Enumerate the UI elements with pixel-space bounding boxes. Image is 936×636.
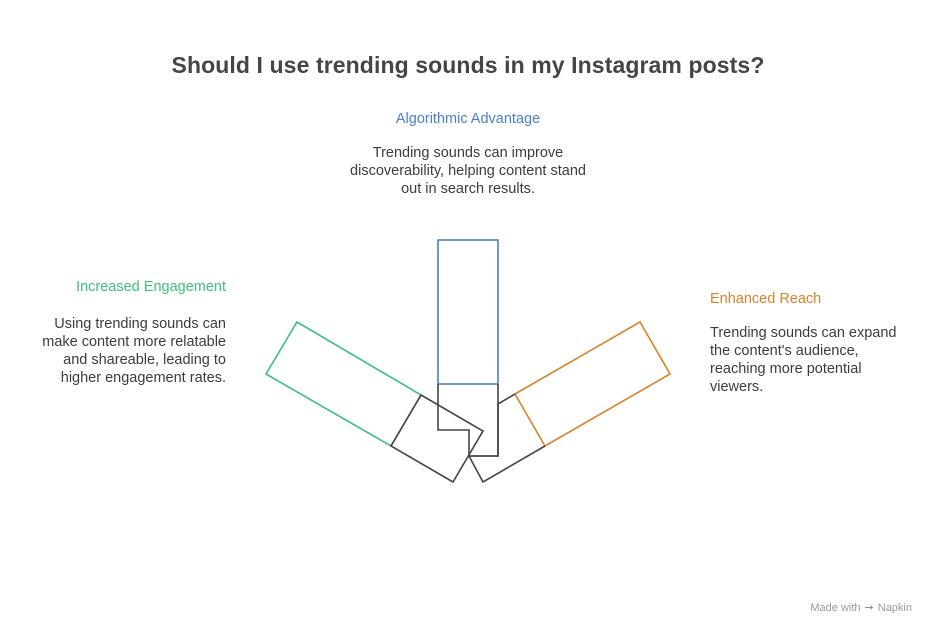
made-with-label: Made with	[810, 601, 861, 614]
napkin-brand-label: Napkin	[877, 601, 912, 614]
enhanced-reach-description: Trending sounds can expand the content's…	[710, 325, 897, 395]
left-arm-base	[389, 393, 485, 484]
increased-engagement-heading: Increased Engagement	[76, 279, 226, 295]
enhanced-reach-heading: Enhanced Reach	[710, 291, 822, 307]
increased-engagement-bar	[264, 320, 423, 448]
page-title: Should I use trending sounds in my Insta…	[171, 52, 765, 78]
center-arm-base	[437, 384, 499, 457]
algorithmic-advantage-heading: Algorithmic Advantage	[395, 111, 541, 127]
increased-engagement-description: Using trending sounds can make content m…	[42, 316, 226, 386]
algorithmic-advantage-description: Trending sounds can improve discoverabil…	[350, 145, 586, 197]
right-arm-base	[467, 393, 546, 484]
enhanced-reach-bar	[513, 320, 672, 448]
algorithmic-advantage-bar	[437, 239, 499, 385]
made-with-napkin-footer: Made with ➙ Napkin	[810, 601, 912, 615]
napkin-logo-icon: ➙	[864, 602, 874, 614]
